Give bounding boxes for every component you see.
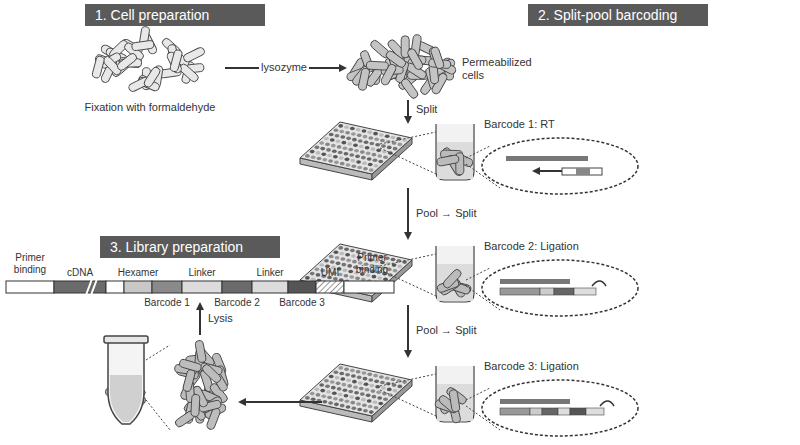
label: Barcode 2: Ligation [484, 240, 579, 253]
label: Fixation with formaldehyde [85, 101, 216, 114]
header-text: 1. Cell preparation [95, 7, 209, 23]
process-arrows [200, 68, 408, 402]
label: Hexamer [118, 267, 159, 279]
label: Linker [256, 267, 283, 279]
label: UMI [321, 267, 339, 279]
section-header: 1. Cell preparation [85, 4, 265, 26]
label: Pool → Split [414, 324, 479, 337]
header-text: 2. Split-pool barcoding [538, 7, 677, 23]
plates [300, 122, 638, 436]
section-header: 2. Split-pool barcoding [528, 4, 708, 26]
section-header: 3. Library preparation [100, 236, 280, 258]
label: Barcode 3 [279, 297, 325, 309]
header-text: 3. Library preparation [110, 239, 243, 255]
label: Primer binding [349, 252, 395, 275]
label: cDNA [67, 267, 93, 279]
label: Primer binding [7, 252, 53, 275]
label: lysozyme [259, 61, 309, 74]
bacteria [92, 26, 458, 430]
tube [104, 336, 170, 430]
label: Lysis [206, 312, 235, 325]
label: Permeabilized cells [462, 56, 542, 81]
label: Barcode 3: Ligation [484, 360, 579, 373]
label: Barcode 1: RT [484, 118, 555, 131]
label: Split [414, 103, 439, 116]
library-construct [6, 279, 394, 295]
label: Pool → Split [414, 207, 479, 220]
label: Linker [188, 267, 215, 279]
label: Barcode 2 [214, 297, 260, 309]
label: Barcode 1 [144, 297, 190, 309]
